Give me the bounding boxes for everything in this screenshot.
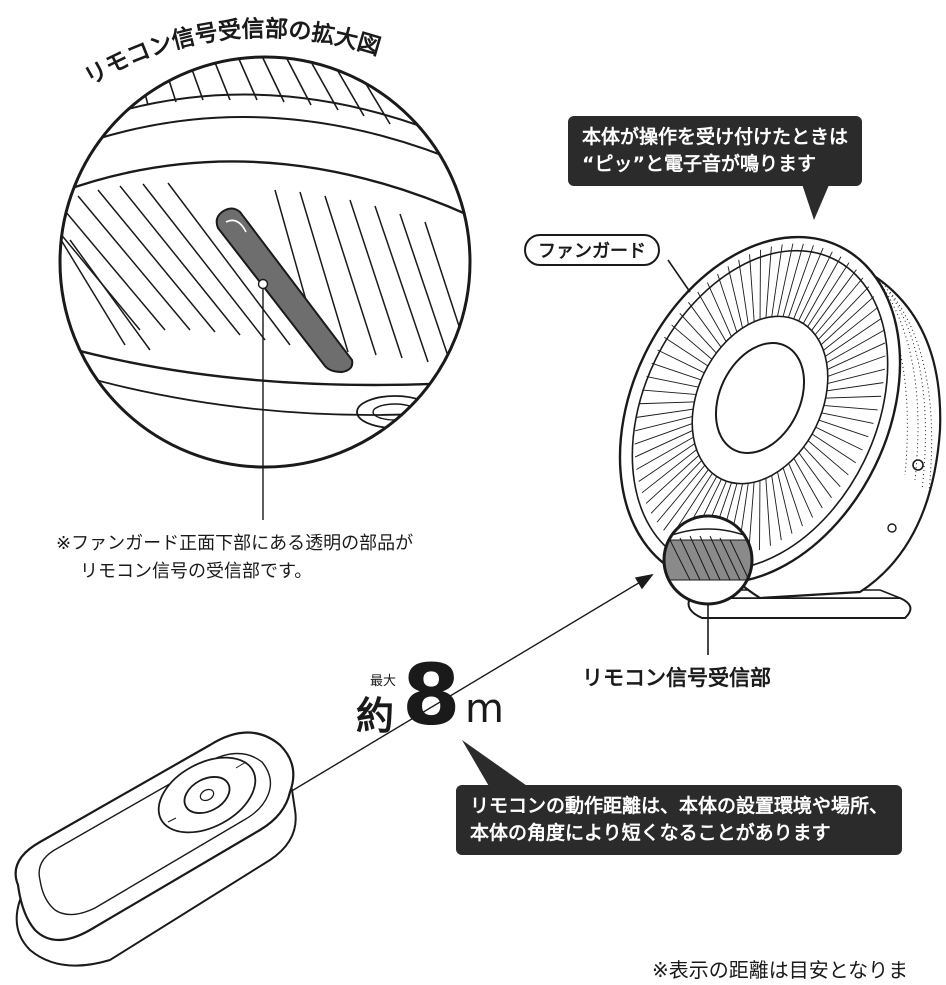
main-grille-slats [60,182,470,376]
callout-range-line-2: 本体の角度により短くなることがあります [470,822,831,844]
callout-range-line-1: リモコンの動作距離は、本体の設置環境や場所、 [470,795,889,817]
receiver-note-line-1: ※ファンガード正面下部にある透明の部品が [56,533,414,554]
distance-prefix: 約 [356,694,395,738]
remote-control [14,731,297,967]
callout-beep-line-2: “ピッ”と電子音が鳴ります [582,153,816,175]
zoom-leader-line [257,278,269,520]
distance-unit: m [465,686,504,732]
callout-range: リモコンの動作距離は、本体の設置環境や場所、 本体の角度により短くなることがあり… [456,785,903,855]
receiver-label: リモコン信号受信部 [582,666,771,690]
callout-beep: 本体が操作を受け付けたときは “ピッ”と電子音が鳴ります [568,116,863,186]
receiver-part-zoomed [215,207,354,374]
callout-beep-line-1: 本体が操作を受け付けたときは [582,126,849,148]
receiver-circle-small [662,514,754,655]
footnote: ※表示の距離は目安となりま [652,958,909,982]
fan-guard-label-text: ファンガード [538,241,646,262]
receiver-note: ※ファンガード正面下部にある透明の部品が リモコン信号の受信部です。 [56,530,413,586]
callout-range-tail [462,740,530,788]
fan-guard-label: ファンガード [524,234,660,266]
distance-value: 8 [402,646,461,744]
side-vents [859,264,933,501]
fan-illustration [618,235,942,619]
distance-max-label: 最大 [370,674,397,689]
fan-guard-pointer [667,259,691,293]
callout-beep-tail [800,178,832,220]
receiver-note-line-2: リモコン信号の受信部です。 [80,561,313,582]
zoom-circle [58,55,472,469]
